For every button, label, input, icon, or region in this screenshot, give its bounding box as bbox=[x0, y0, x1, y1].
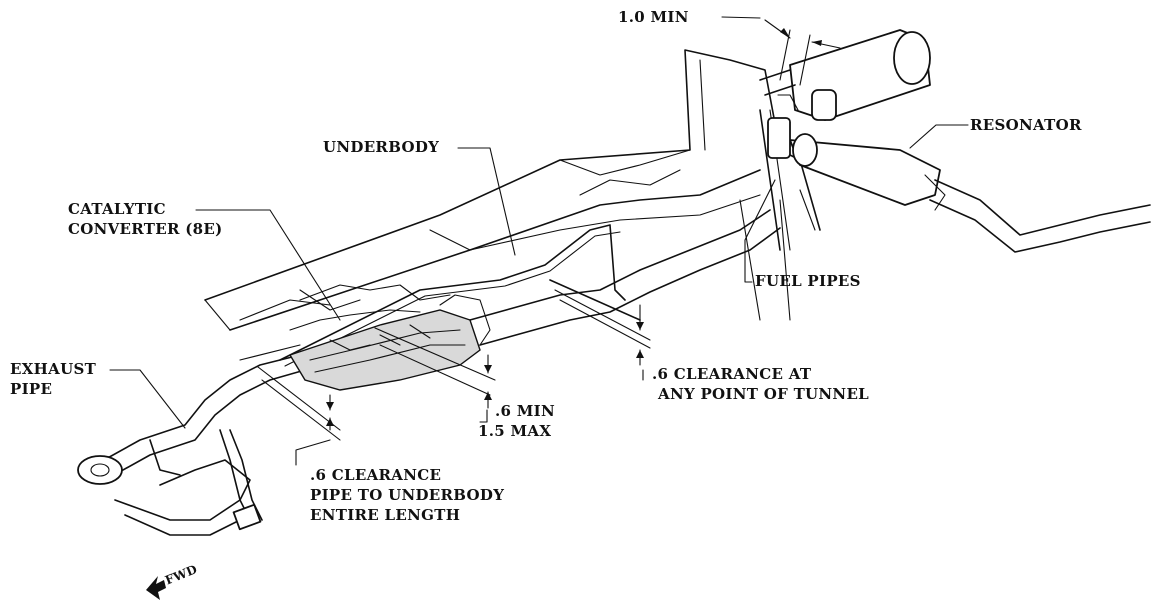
muffler-hangers bbox=[767, 89, 837, 159]
label-min-max-line2: 1.5 MAX bbox=[478, 422, 552, 440]
label-min-max-line1: .6 MIN bbox=[495, 402, 556, 420]
label-underbody-clearance-line1: .6 CLEARANCE bbox=[310, 466, 442, 484]
exhaust-pipe bbox=[77, 354, 306, 536]
intermediate-pipe bbox=[469, 209, 781, 346]
dimension-lines bbox=[257, 19, 841, 441]
catalytic-converter bbox=[239, 284, 491, 391]
label-underbody: UNDERBODY bbox=[323, 138, 440, 156]
label-catalytic-converter-line1: CATALYTIC bbox=[68, 200, 166, 218]
fuel-pipes bbox=[279, 109, 791, 367]
muffler bbox=[759, 29, 931, 121]
label-tunnel-clearance-line2: ANY POINT OF TUNNEL bbox=[658, 385, 870, 403]
label-underbody-clearance-line2: PIPE TO UNDERBODY bbox=[310, 486, 505, 504]
label-fuel-pipes: FUEL PIPES bbox=[755, 272, 861, 290]
forward-direction-arrow-icon bbox=[146, 576, 166, 600]
label-exhaust-pipe-line2: PIPE bbox=[10, 380, 53, 398]
resonator bbox=[789, 133, 1151, 253]
label-one-min: 1.0 MIN bbox=[618, 8, 689, 26]
underbody-outline bbox=[204, 49, 821, 331]
label-tunnel-clearance-line1: .6 CLEARANCE AT bbox=[652, 365, 812, 383]
label-exhaust-pipe-line1: EXHAUST bbox=[10, 360, 97, 378]
label-catalytic-converter-line2: CONVERTER (8E) bbox=[68, 220, 223, 238]
label-underbody-clearance-line3: ENTIRE LENGTH bbox=[310, 506, 461, 524]
leader-lines bbox=[109, 16, 969, 466]
label-resonator: RESONATOR bbox=[970, 116, 1082, 134]
